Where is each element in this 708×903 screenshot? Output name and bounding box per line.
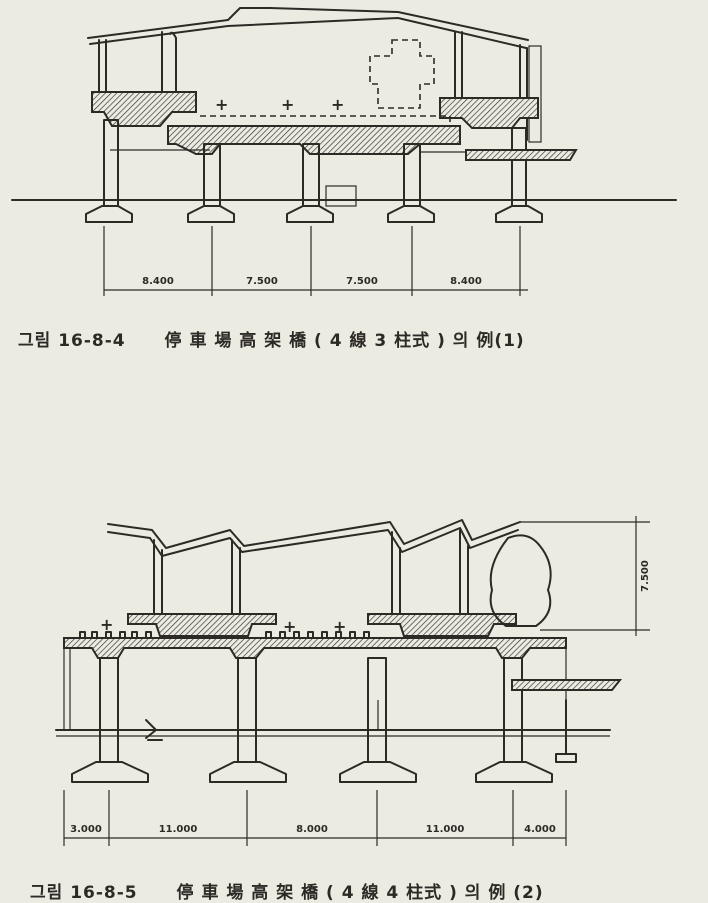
- water-level-mark-2: [145, 719, 163, 741]
- figure-1-title: 停 車 場 高 架 橋 ( 4 線 3 柱式 ) 의 例(1): [164, 331, 525, 351]
- roof-columns-2: [153, 529, 469, 615]
- main-deck-1: [167, 125, 461, 155]
- height-dimension-2: [520, 516, 650, 636]
- figure-2-title: 停 車 場 高 架 橋 ( 4 線 4 柱式 ) 의 例 (2): [176, 883, 544, 903]
- left-platform-1: [91, 91, 197, 127]
- track-mark-2b: +: [283, 617, 296, 636]
- fig1-dim-1: 8.400: [142, 276, 174, 287]
- figure-1-caption: 그림 16-8-4 停 車 場 高 架 橋 ( 4 線 3 柱式 ) 의 例(1…: [18, 326, 525, 351]
- dimension-line-1: [103, 226, 528, 296]
- track-mark-2c: +: [333, 617, 346, 636]
- right-platform-1: [439, 97, 539, 129]
- fig1-dim-2: 7.500: [246, 276, 278, 287]
- figure-2-label: 그림 16-8-5: [30, 883, 138, 903]
- track-mark-1b: +: [281, 95, 294, 114]
- rail-blocks-2: [79, 631, 370, 639]
- track-mark-1a: +: [215, 95, 228, 114]
- fig1-dim-4: 8.400: [450, 276, 482, 287]
- figure-2-drawing: + + +: [55, 516, 651, 846]
- figure-2-caption: 그림 16-8-5 停 車 場 高 架 橋 ( 4 線 4 柱式 ) 의 例 (…: [30, 878, 544, 903]
- fig2-dim-3: 8.000: [296, 824, 328, 835]
- right-platform-2: [367, 613, 517, 637]
- track-mark-1c: +: [331, 95, 344, 114]
- fig2-dim-4: 11.000: [426, 824, 465, 835]
- footings-2: [71, 699, 577, 783]
- side-wall-1: [528, 45, 542, 143]
- roof-support-1a: [169, 31, 177, 93]
- fig2-dim-1: 3.000: [70, 824, 102, 835]
- side-platform-2: [511, 679, 623, 691]
- train-outline-2: [489, 534, 552, 627]
- rail-clearance-1: [200, 115, 451, 126]
- figure-1-drawing: + + +: [11, 7, 677, 296]
- fig2-dim-2: 11.000: [159, 824, 198, 835]
- figure-1-label: 그림 16-8-4: [18, 331, 126, 351]
- track-mark-2a: +: [100, 615, 113, 634]
- footings-1: [85, 205, 543, 223]
- fig2-dim-5: 4.000: [524, 824, 556, 835]
- dimension-line-2: [63, 790, 567, 846]
- side-platform-1: [465, 149, 578, 161]
- columns-2: [63, 648, 567, 763]
- left-platform-2: [127, 613, 277, 637]
- main-deck-2: [63, 637, 567, 659]
- fig1-dim-3: 7.500: [346, 276, 378, 287]
- roof-outline-2: [107, 519, 521, 549]
- fig2-height-dim: 7.500: [640, 560, 651, 592]
- train-gauge-outline-1: [369, 39, 435, 109]
